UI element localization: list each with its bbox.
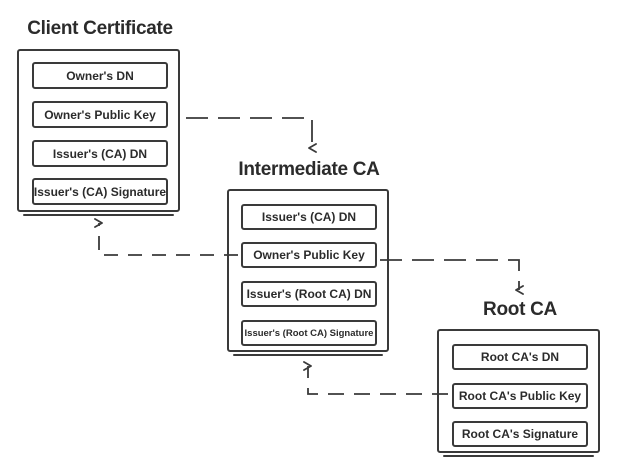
root-ca-dn-field: Root CA's DN [452,344,588,370]
intermediate-ca-panel: Issuer's (CA) DN Owner's Public Key Issu… [227,189,389,356]
client-owner-public-key-field: Owner's Public Key [32,101,168,128]
field-label: Issuer's (Root CA) Signature [244,327,374,339]
client-owner-dn-field: Owner's DN [32,62,168,89]
client-issuer-signature-field: Issuer's (CA) Signature [32,178,168,205]
field-label: Issuer's (CA) Signature [33,184,167,199]
field-label: Owner's DN [66,68,134,83]
field-label: Owner's Public Key [44,107,156,122]
field-label: Issuer's (Root CA) DN [246,287,372,301]
intermediate-ca-title: Intermediate CA [238,159,380,180]
field-label: Issuer's (CA) DN [52,146,148,161]
intermediate-issuer-root-signature-field: Issuer's (Root CA) Signature [241,320,377,346]
field-label: Root CA's DN [480,350,560,364]
client-certificate-title: Client Certificate [27,18,173,39]
connector-client-key-to-intermediate [186,117,317,153]
connector-intermediate-key-to-root [380,259,524,295]
root-ca-public-key-field: Root CA's Public Key [452,383,588,409]
connector-root-key-to-intermediate [303,361,448,395]
root-ca-title: Root CA [483,299,557,320]
intermediate-issuer-dn-field: Issuer's (CA) DN [241,204,377,230]
client-issuer-dn-field: Issuer's (CA) DN [32,140,168,167]
intermediate-owner-public-key-field: Owner's Public Key [241,242,377,268]
field-label: Root CA's Public Key [458,389,582,403]
intermediate-issuer-root-dn-field: Issuer's (Root CA) DN [241,281,377,307]
root-ca-panel: Root CA's DN Root CA's Public Key Root C… [437,329,600,457]
field-label: Issuer's (CA) DN [261,210,357,224]
root-ca-signature-field: Root CA's Signature [452,421,588,447]
field-label: Owner's Public Key [253,248,365,262]
field-label: Root CA's Signature [461,427,579,441]
client-certificate-panel: Owner's DN Owner's Public Key Issuer's (… [17,49,180,216]
connector-intermediate-key-to-client [94,218,238,256]
